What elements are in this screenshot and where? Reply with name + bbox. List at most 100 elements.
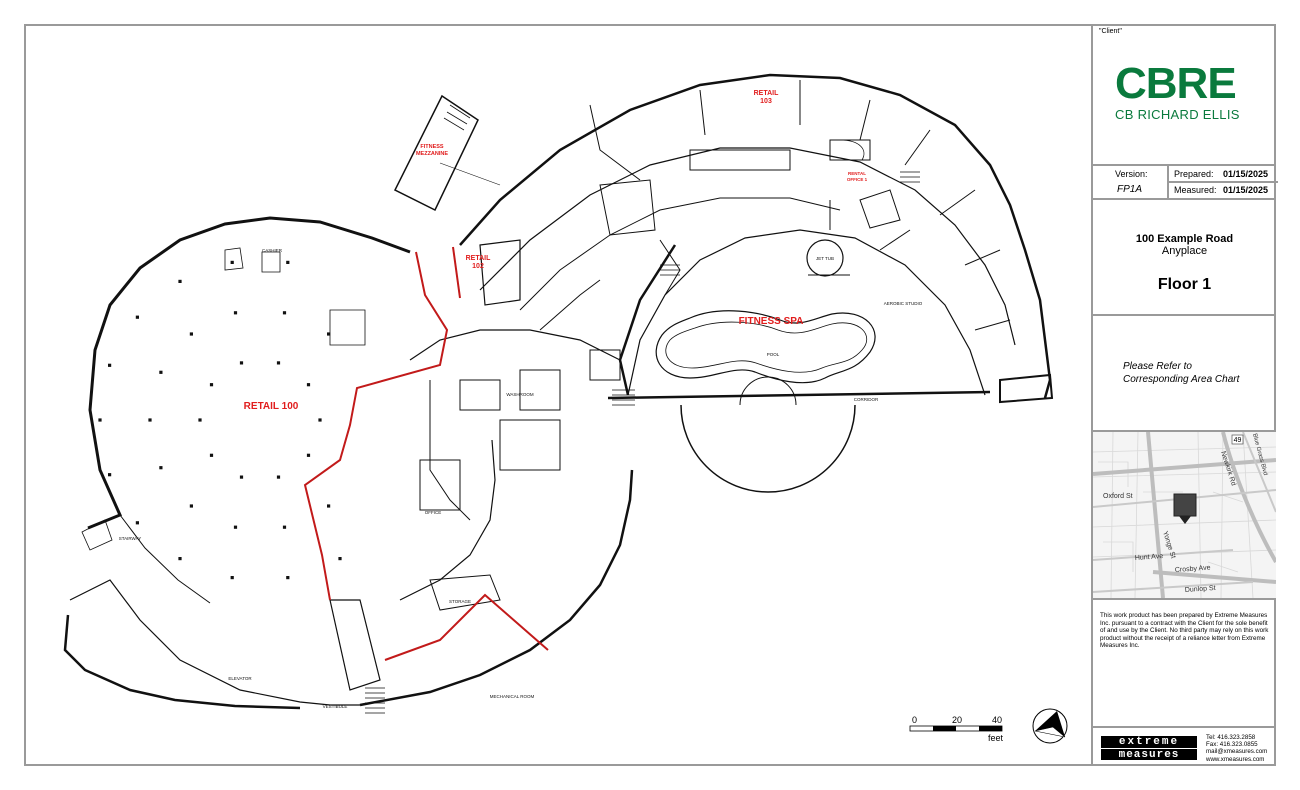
- room-corridor-label: CORRIDOR: [854, 397, 879, 402]
- scale-tick-40: 40: [992, 715, 1002, 725]
- column-mark: [286, 576, 290, 580]
- company-section: extreme measures Tel: 416.323.2858 Fax: …: [1093, 726, 1276, 766]
- scale-tick-20: 20: [952, 715, 962, 725]
- prepared-date: 01/15/2025: [1223, 169, 1269, 179]
- unit-fitness-label: FITNESS: [420, 144, 444, 150]
- column-mark: [338, 557, 342, 561]
- room-aerobic-studio-label: AEROBIC STUDIO: [884, 301, 923, 306]
- highway-marker: 49: [1234, 437, 1242, 444]
- unit-retail-103-label: RETAIL: [754, 90, 779, 97]
- client-label: "Client": [1099, 28, 1122, 35]
- column-mark: [306, 383, 311, 387]
- version-value: FP1A: [1117, 184, 1143, 195]
- room-office-label: OFFICE: [425, 510, 442, 515]
- column-mark: [189, 332, 193, 336]
- disclaimer-text: This work product has been prepared by E…: [1100, 612, 1269, 650]
- version-section: Version: FP1A Prepared: 01/15/2025 Measu…: [1093, 164, 1278, 198]
- location-pin-icon: [1173, 493, 1197, 524]
- unit-mezzanine-label: MEZZANINE: [416, 151, 448, 157]
- room-storage-label: STORAGE: [449, 599, 471, 604]
- column-mark: [148, 418, 152, 422]
- room-washroom-label: WASHROOM: [506, 392, 534, 397]
- column-mark: [230, 260, 234, 264]
- pool-shape: [655, 310, 876, 384]
- column-mark: [135, 521, 139, 525]
- street-crosby: Crosby Ave: [1175, 565, 1211, 574]
- demising-lines: [303, 246, 549, 661]
- column-mark: [233, 311, 238, 315]
- column-mark: [327, 332, 331, 336]
- column-mark: [282, 525, 287, 529]
- address-section: 100 Example Road Anyplace Floor 1: [1093, 198, 1276, 314]
- retail-100-columns: [98, 260, 342, 580]
- title-block: "Client" CBRE CB RICHARD ELLIS Version: …: [1091, 24, 1278, 766]
- fitness-spa: [607, 200, 991, 493]
- unit-rental-label: RENTAL: [848, 171, 866, 176]
- svg-text:103: 103: [760, 98, 772, 105]
- unit-retail-100-label: RETAIL 100: [244, 401, 299, 412]
- jet-tub-shape: [806, 239, 844, 277]
- north-arrow-icon: [1032, 708, 1068, 744]
- location-map: 49 Oxford St Yonge St Hunt Ave Crosby Av…: [1093, 432, 1276, 598]
- street-hunt: Hunt Ave: [1135, 553, 1164, 562]
- prepared-label: Prepared:: [1174, 169, 1214, 179]
- column-mark: [159, 466, 163, 470]
- column-mark: [189, 504, 193, 508]
- company-email[interactable]: mail@xmeasures.com: [1206, 748, 1268, 756]
- column-mark: [239, 361, 244, 365]
- column-mark: [276, 475, 281, 479]
- room-mechanical-label: MECHANICAL ROOM: [490, 694, 535, 699]
- measured-label: Measured:: [1174, 185, 1217, 195]
- drawing-sheet-border: [24, 24, 1276, 766]
- stair-fixtures: [81, 139, 920, 714]
- company-contact: Tel: 416.323.2858 Fax: 416.323.0855 mail…: [1206, 734, 1267, 763]
- column-mark: [306, 453, 311, 457]
- floor-label: Floor 1: [1157, 276, 1212, 293]
- note-line2: Corresponding Area Chart: [1123, 374, 1240, 385]
- column-mark: [178, 279, 182, 283]
- version-label: Version:: [1115, 169, 1148, 179]
- column-mark: [327, 504, 331, 508]
- column-mark: [286, 260, 290, 264]
- column-mark: [276, 361, 281, 365]
- upper-arc-wing: [459, 73, 1054, 404]
- column-mark: [282, 311, 287, 315]
- unit-labels: RETAIL 100 RETAIL RETAIL FITNESS SPA FIT…: [244, 90, 868, 412]
- column-mark: [108, 473, 112, 477]
- cbre-logo: CBRE: [1115, 59, 1237, 108]
- unit-fitness-spa-label: FITNESS SPA: [739, 316, 804, 327]
- column-mark: [209, 453, 214, 457]
- room-stairway-label: STAIRWAY: [119, 536, 142, 541]
- floor-plan: RETAIL 100 RETAIL RETAIL FITNESS SPA FIT…: [63, 73, 1054, 714]
- column-mark: [239, 475, 244, 479]
- location-map-section: 49 Oxford St Yonge St Hunt Ave Crosby Av…: [1093, 430, 1276, 598]
- room-cashier-label: CASHIER: [262, 248, 283, 253]
- company-line2: measures: [1101, 748, 1197, 761]
- column-mark: [230, 576, 234, 580]
- column-mark: [209, 383, 214, 387]
- column-mark: [178, 557, 182, 561]
- room-labels: CASHIER POOL JET TUB AEROBIC STUDIO WASH…: [119, 248, 923, 709]
- retail-100-rotunda: [63, 216, 411, 710]
- unit-office-label: OFFICE 1: [847, 177, 868, 182]
- room-pool-label: POOL: [767, 352, 780, 357]
- disclaimer-section: This work product has been prepared by E…: [1093, 598, 1276, 726]
- column-mark: [198, 418, 202, 422]
- scale-tick-0: 0: [912, 715, 917, 725]
- column-mark: [159, 370, 163, 374]
- unit-retail-102-label: RETAIL: [466, 255, 491, 262]
- extreme-measures-logo: extreme measures: [1101, 736, 1197, 761]
- column-mark: [108, 363, 112, 367]
- address-line1: 100 Example Road: [1135, 233, 1234, 245]
- column-mark: [233, 525, 238, 529]
- cbre-logo-subtitle: CB RICHARD ELLIS: [1115, 107, 1240, 122]
- column-mark: [318, 418, 322, 422]
- room-vestibule-label: VESTIBULE: [323, 704, 348, 709]
- central-crescent: [329, 329, 634, 707]
- scale-bar: 0 20 40 feet: [909, 715, 1004, 743]
- note-line1: Please Refer to: [1123, 361, 1192, 372]
- room-jet-tub-label: JET TUB: [816, 256, 834, 261]
- street-dunlop: Dunlop St: [1185, 585, 1216, 594]
- measured-date: 01/15/2025: [1223, 185, 1269, 195]
- company-web[interactable]: www.xmeasures.com: [1206, 755, 1265, 763]
